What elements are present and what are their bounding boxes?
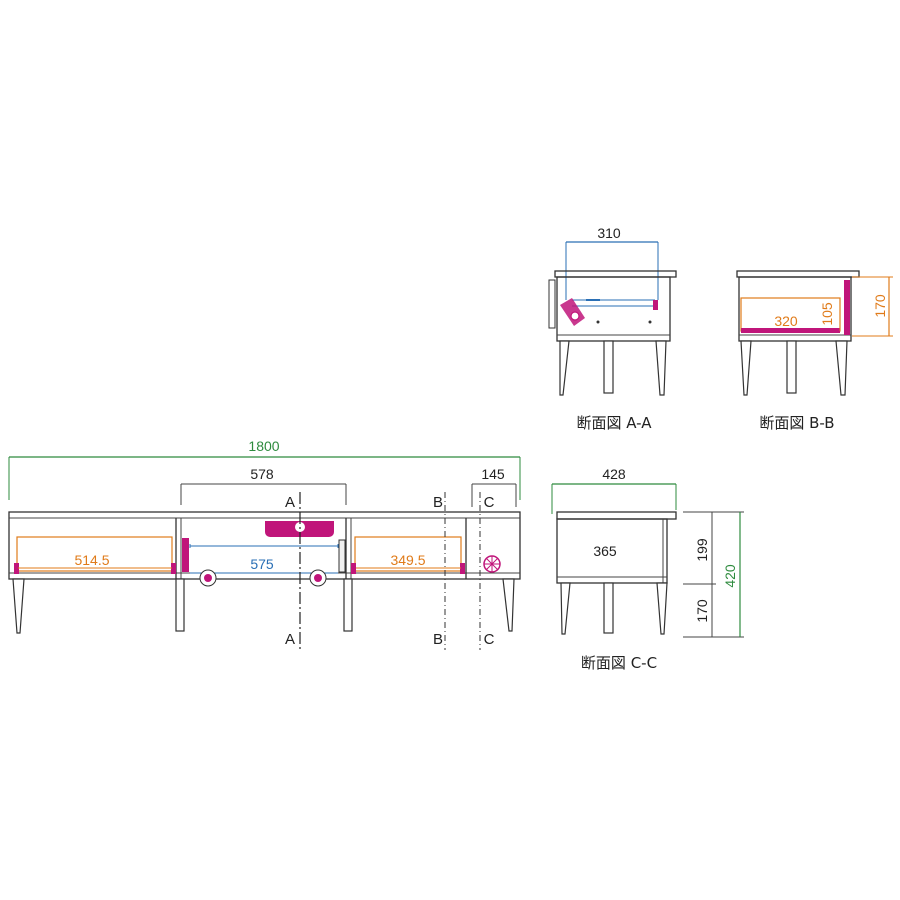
section-mark-b-bottom: B — [433, 631, 443, 648]
section-c-leg-height-label: 170 — [694, 599, 710, 623]
section-c-caption: 断面図 C-C — [581, 654, 657, 672]
section-c-overall-depth-label: 428 — [602, 466, 626, 482]
section-lines: A A B B C C — [285, 492, 495, 650]
section-c-inner-depth-label: 365 — [593, 543, 617, 559]
section-c-body-height-label: 199 — [694, 538, 710, 562]
section-mark-b-top: B — [433, 494, 443, 511]
section-mark-c-top: C — [484, 494, 495, 511]
dim-section-c-overall-depth: 428 — [551, 466, 677, 514]
section-a-caption: 断面図 A-A — [576, 414, 652, 432]
dim-section-a-depth: 310 — [565, 225, 659, 300]
dim-opening-width: 578 — [180, 466, 347, 505]
section-b-inner-height-label: 105 — [819, 302, 835, 326]
section-b-view: 320 105 170 断面図 B-B — [736, 270, 893, 432]
left-drawer: 514.5 — [14, 536, 176, 574]
section-c-total-height-label: 420 — [722, 564, 738, 588]
dim-overall-width: 1800 — [8, 438, 521, 500]
right-drawer: 349.5 — [351, 536, 465, 574]
left-drawer-dim-label: 514.5 — [74, 552, 109, 568]
section-b-drawer-height-label: 170 — [872, 294, 888, 318]
section-c-view: 428 365 199 170 420 断面図 C-C — [551, 466, 744, 672]
dim-section-b-drawer-height: 170 — [852, 276, 893, 337]
section-mark-a-top: A — [285, 494, 295, 511]
right-drawer-dim-label: 349.5 — [390, 552, 425, 568]
center-rail-dim-label: 575 — [250, 556, 274, 572]
section-mark-c-bottom: C — [484, 631, 495, 648]
dim-end-depth-label: 145 — [481, 466, 505, 482]
dim-section-c-heights: 199 170 420 — [683, 511, 744, 638]
section-a-view: 310 断面図 A-A — [548, 225, 677, 432]
dim-end-depth: 145 — [471, 466, 517, 507]
dim-overall-width-label: 1800 — [248, 438, 279, 454]
section-b-inner-depth-label: 320 — [774, 313, 798, 329]
cable-outlet-icon — [483, 555, 501, 573]
center-opening-hardware: 575 — [182, 521, 346, 587]
dim-opening-width-label: 578 — [250, 466, 274, 482]
front-view: 1800 578 145 — [8, 438, 521, 650]
section-a-depth-label: 310 — [597, 225, 621, 241]
front-legs — [12, 578, 515, 634]
section-mark-a-bottom: A — [285, 631, 295, 648]
section-b-caption: 断面図 B-B — [759, 414, 834, 432]
